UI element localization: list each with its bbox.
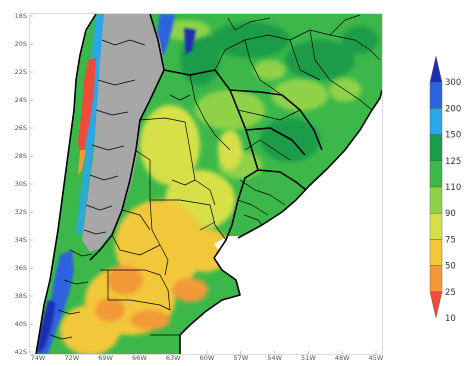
- lon-label-66W: 66W: [132, 354, 147, 362]
- legend-swatch-150: [429, 108, 443, 135]
- color-legend: 300 200 150 125 110 90 75 50 25 10: [429, 55, 461, 324]
- legend-swatch-110: [429, 160, 443, 188]
- lon-label-72W: 72W: [64, 354, 79, 362]
- lat-label-24S: 24S: [15, 96, 27, 104]
- legend-swatch-25: [429, 265, 443, 293]
- legend-swatch-300: [429, 55, 443, 83]
- legend-swatch-50: [429, 239, 443, 266]
- legend-swatch-125: [429, 134, 443, 162]
- map-content: [30, 14, 382, 354]
- ocean-pacific: [30, 14, 96, 354]
- lat-label-32S: 32S: [15, 208, 27, 216]
- lat-label-38S: 38S: [15, 292, 27, 300]
- legend-label-150: 150: [445, 131, 461, 141]
- legend-swatch-10: [429, 291, 443, 319]
- region-atacama: [78, 58, 96, 160]
- lon-label-69W: 69W: [98, 354, 113, 362]
- lat-label-34S: 34S: [15, 236, 27, 244]
- latitude-ticks: 18S 20S 22S 24S 26S 28S 30S 32S 34S 36S 38S 40S 42S: [15, 12, 33, 356]
- lat-label-36S: 36S: [15, 264, 27, 272]
- legend-swatch-75: [429, 212, 443, 240]
- longitude-ticks: 74W 72W 69W 66W 63W 60W 57W 54W 51W 48W 45W: [31, 351, 384, 362]
- ocean-atlantic: [180, 90, 382, 354]
- andes-mask: [82, 14, 165, 252]
- lat-label-26S: 26S: [15, 124, 27, 132]
- lat-label-18S: 18S: [15, 12, 27, 20]
- legend-label-50: 50: [445, 262, 456, 272]
- province-borders: [49, 14, 381, 340]
- legend-label-10: 10: [445, 314, 456, 324]
- legend-label-300: 300: [445, 78, 461, 88]
- region-atacama-edge: [78, 150, 86, 175]
- lon-label-45W: 45W: [369, 354, 384, 362]
- lon-label-63W: 63W: [166, 354, 181, 362]
- lon-label-57W: 57W: [233, 354, 248, 362]
- lat-label-30S: 30S: [15, 180, 27, 188]
- lon-label-54W: 54W: [267, 354, 282, 362]
- legend-swatch-200: [429, 81, 443, 109]
- lat-label-42S: 42S: [15, 348, 27, 356]
- lon-label-74W: 74W: [31, 354, 46, 362]
- legend-label-25: 25: [445, 288, 456, 298]
- legend-label-125: 125: [445, 157, 461, 167]
- lat-label-22S: 22S: [15, 68, 27, 76]
- lon-label-51W: 51W: [301, 354, 316, 362]
- andes-mask-2: [118, 60, 132, 90]
- lat-label-20S: 20S: [15, 40, 27, 48]
- legend-label-90: 90: [445, 209, 456, 219]
- lat-label-28S: 28S: [15, 152, 27, 160]
- legend-swatch-90: [429, 186, 443, 214]
- lon-label-48W: 48W: [335, 354, 350, 362]
- lat-label-40S: 40S: [15, 320, 27, 328]
- legend-label-200: 200: [445, 104, 461, 114]
- legend-label-75: 75: [445, 235, 456, 245]
- legend-label-110: 110: [445, 183, 461, 193]
- lon-label-60W: 60W: [200, 354, 215, 362]
